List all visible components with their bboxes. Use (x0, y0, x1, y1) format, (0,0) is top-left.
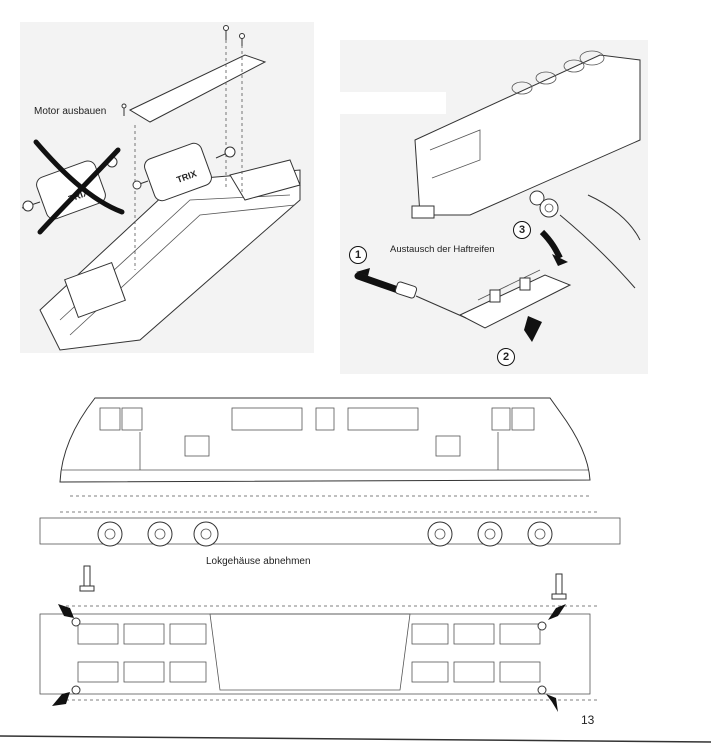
bogie-drawing (458, 269, 572, 329)
page-number: 13 (581, 713, 595, 727)
housing-removal-label: Lokgehäuse abnehmen (206, 556, 311, 567)
locomotive-end-drawing (411, 50, 641, 289)
chassis-top-view-drawing (39, 605, 600, 701)
screw-icon (79, 565, 567, 600)
page-rule (0, 735, 711, 743)
underframe-drawing (39, 495, 621, 547)
locomotive-side-drawing (59, 397, 591, 483)
motor-removal-label: Motor ausbauen (34, 106, 107, 117)
arrow-icon (52, 604, 566, 712)
motor-chassis-drawing (39, 40, 301, 351)
cross-out-icon (33, 139, 125, 235)
tire-replacement-label: Austausch der Haftreifen (390, 244, 495, 255)
step-2-badge: 2 (497, 348, 515, 366)
arrow-icon (356, 229, 568, 342)
motor-new: TRIX (132, 142, 236, 202)
screw-icon (121, 25, 245, 116)
step-3-badge: 3 (513, 221, 531, 239)
screwdriver-icon (354, 272, 467, 319)
step-1-badge: 1 (349, 246, 367, 264)
